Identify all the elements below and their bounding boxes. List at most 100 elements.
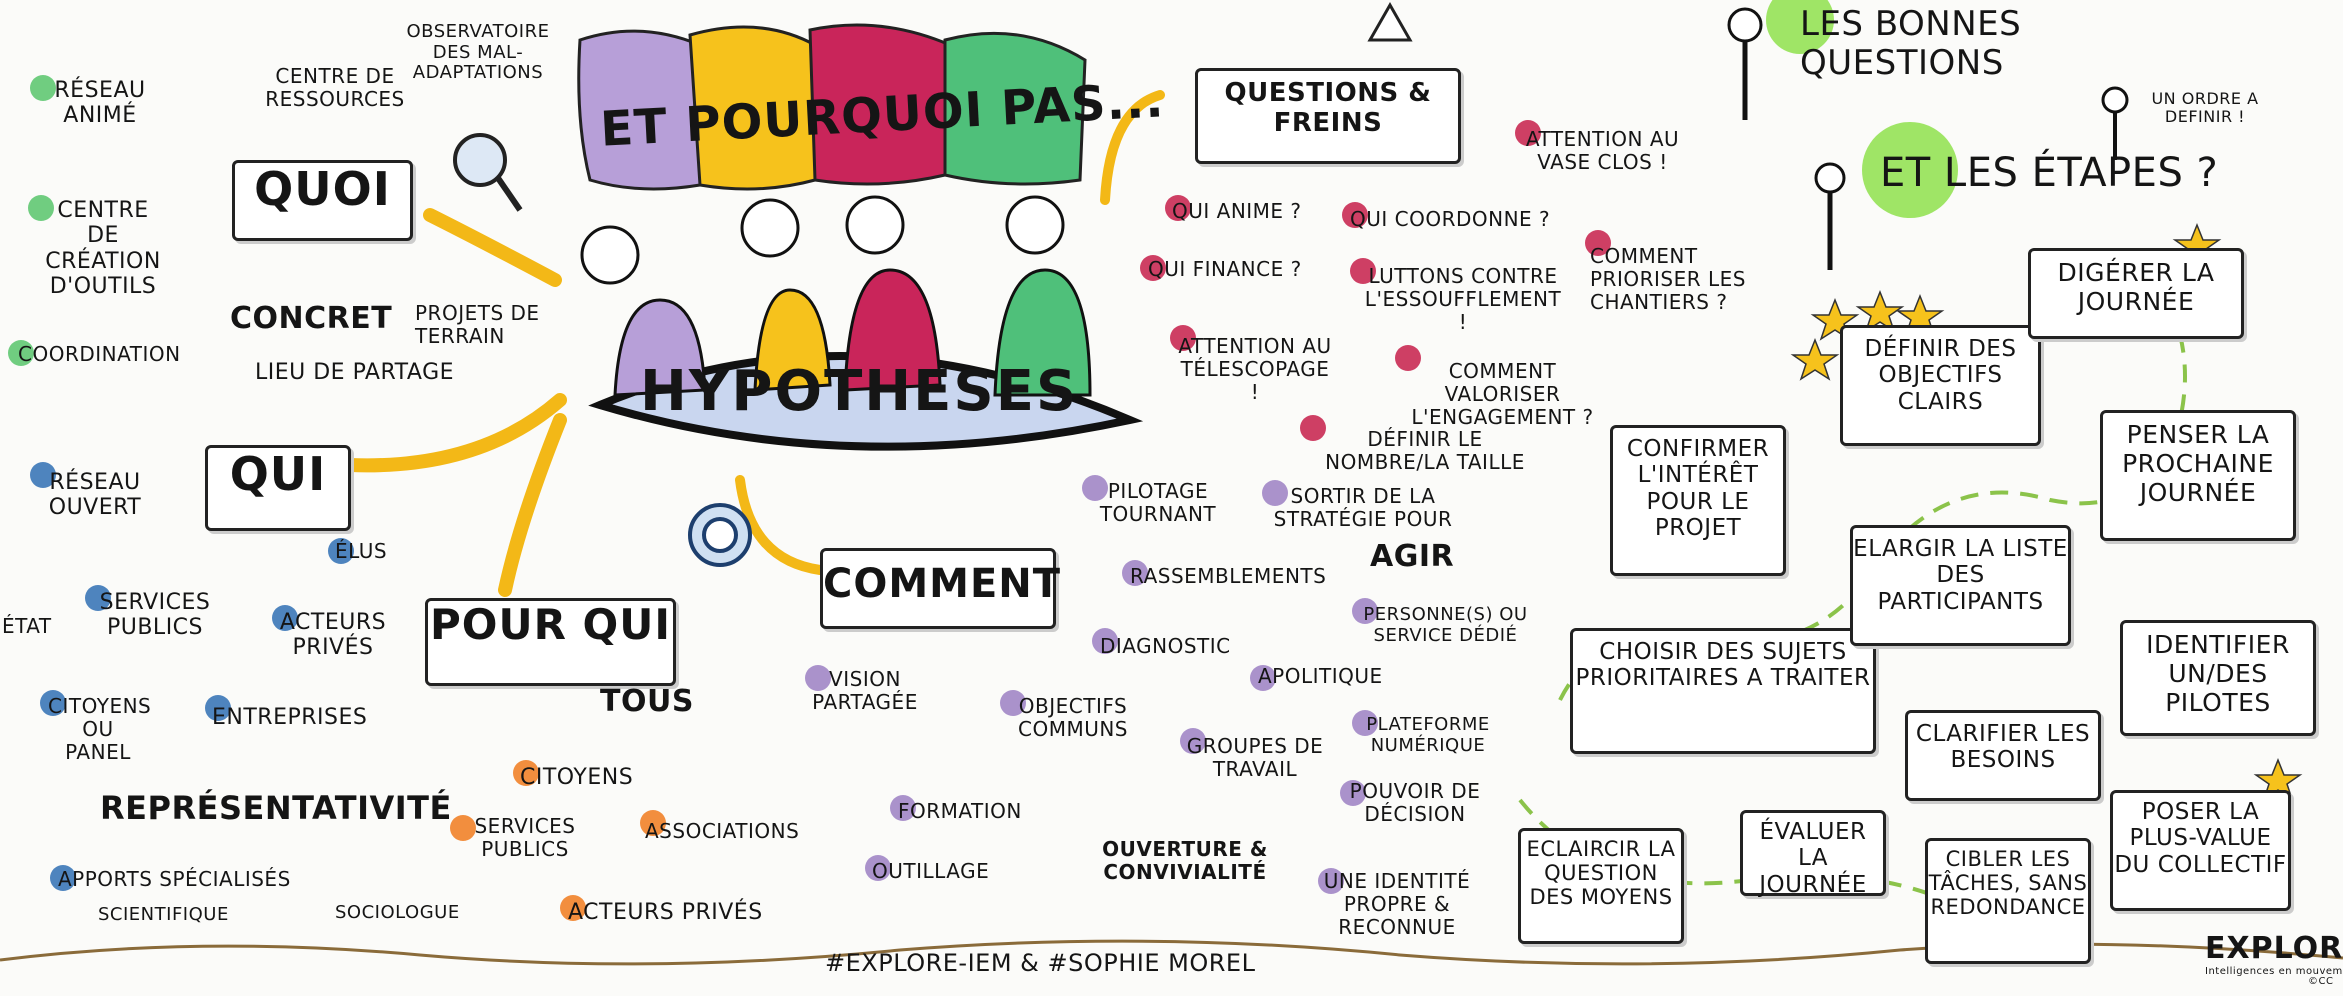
centre-outils-text: CENTRE DE CRÉATION D'OUTILS bbox=[45, 198, 161, 299]
qui-finance-text: QUI FINANCE ? bbox=[1148, 257, 1302, 281]
step-evaluer: ÉVALUER LA JOURNÉE bbox=[1740, 810, 1886, 898]
attention-telescopage-text: ATTENTION AU TÉLESCOPAGE ! bbox=[1178, 334, 1332, 404]
ordre-bubble: UN ORDRE A DEFINIR ! bbox=[2151, 89, 2259, 127]
comment-prioriser-text: COMMENT PRIORISER LES CHANTIERS ? bbox=[1590, 244, 1746, 314]
apolitique-text: APOLITIQUE bbox=[1258, 664, 1383, 688]
agir-text: AGIR bbox=[1370, 539, 1455, 574]
etapes-blob bbox=[1862, 122, 1958, 218]
title-bubble-purple bbox=[577, 29, 702, 191]
step-evaluer-text: ÉVALUER LA JOURNÉE bbox=[1759, 819, 1867, 898]
character-head-3 bbox=[845, 195, 905, 255]
character-head-2 bbox=[740, 198, 800, 258]
pourqui-label: POUR QUI bbox=[430, 600, 671, 649]
tous-text: TOUS bbox=[600, 684, 694, 719]
explore-logo: EXPLORE bbox=[2205, 931, 2343, 966]
elus-text: ÉLUS bbox=[335, 539, 388, 563]
step-cibler-text: CIBLER LES TÂCHES, SANS REDONDANCE bbox=[1928, 847, 2088, 920]
questions-freins-sign: QUESTIONS & FREINS bbox=[1195, 68, 1461, 164]
step-identifier-text: IDENTIFIER UN/DES PILOTES bbox=[2146, 630, 2290, 717]
step-eclaircir: ECLAIRCIR LA QUESTION DES MOYENS bbox=[1518, 828, 1684, 944]
step-poser: POSER LA PLUS-VALUE DU COLLECTIF bbox=[2110, 790, 2291, 911]
quoi-sign: QUOI bbox=[232, 160, 413, 241]
comment-sign: COMMENT bbox=[820, 548, 1062, 629]
step-eclaircir-text: ECLAIRCIR LA QUESTION DES MOYENS bbox=[1526, 837, 1676, 910]
bullet-dot bbox=[30, 75, 56, 101]
centre-ressources-text: CENTRE DE RESSOURCES bbox=[265, 64, 405, 111]
pouvoir-text: POUVOIR DE DÉCISION bbox=[1349, 779, 1481, 826]
step-choisir: CHOISIR DES SUJETS PRIORITAIRES A TRAITE… bbox=[1570, 628, 1876, 754]
arrow-quoi bbox=[423, 208, 562, 287]
questions-freins-label: QUESTIONS & FREINS bbox=[1224, 78, 1432, 138]
character-head-4 bbox=[1005, 195, 1065, 255]
groupes-text: GROUPES DE TRAVAIL bbox=[1186, 734, 1324, 781]
associations-text: ASSOCIATIONS bbox=[645, 819, 800, 843]
representativite-text: REPRÉSENTATIVITÉ bbox=[100, 789, 452, 827]
hypotheses-label: HYPOTHESES bbox=[640, 359, 1079, 424]
reseau-ouvert-text: RÉSEAU OUVERT bbox=[48, 470, 142, 521]
definir-nombre-text: DÉFINIR LE NOMBRE/LA TAILLE bbox=[1325, 427, 1525, 474]
pourqui-services-publics-text: SERVICES PUBLICS bbox=[474, 814, 576, 861]
explore-tagline: Intelligences en mouvement bbox=[2205, 966, 2343, 977]
step-penser-text: PENSER LA PROCHAINE JOURNÉE bbox=[2122, 420, 2274, 507]
identite-text: UNE IDENTITÉ PROPRE & RECONNUE bbox=[1323, 869, 1471, 939]
pourqui-acteurs-prives-text: ACTEURS PRIVÉS bbox=[568, 900, 763, 925]
coordination-text: COORDINATION bbox=[18, 342, 181, 366]
step-penser: PENSER LA PROCHAINE JOURNÉE bbox=[2100, 410, 2296, 541]
qui-anime-text: QUI ANIME ? bbox=[1172, 199, 1302, 223]
etapes-title: ET LES ÉTAPES ? bbox=[1880, 150, 2219, 196]
lieu-partage-text: LIEU DE PARTAGE bbox=[255, 360, 455, 385]
sortir-text: SORTIR DE LA STRATÉGIE POUR bbox=[1273, 484, 1453, 531]
bonnes-questions-title: LES BONNES QUESTIONS bbox=[1800, 4, 2022, 84]
step-clarifier-text: CLARIFIER LES BESOINS bbox=[1915, 721, 2091, 774]
pilotage-text: PILOTAGE TOURNANT bbox=[1099, 479, 1217, 526]
qui-services-publics-text: SERVICES PUBLICS bbox=[99, 590, 211, 641]
step-identifier: IDENTIFIER UN/DES PILOTES bbox=[2120, 620, 2316, 736]
arrow-pourqui bbox=[498, 413, 567, 597]
reseau-anime-text: RÉSEAU ANIMÉ bbox=[54, 78, 146, 129]
apports-text: APPORTS SPÉCIALISÉS bbox=[58, 867, 291, 891]
qui-coordonne-text: QUI COORDONNE ? bbox=[1350, 207, 1551, 231]
pourqui-sign: POUR QUI bbox=[425, 598, 676, 686]
arrow-comment bbox=[735, 475, 825, 575]
vision-text: VISION PARTAGÉE bbox=[812, 667, 918, 714]
entreprises-text: ENTREPRISES bbox=[212, 705, 368, 730]
plateforme-text: PLATEFORME NUMÉRIQUE bbox=[1366, 714, 1490, 756]
qui-acteurs-prives-text: ACTEURS PRIVÉS bbox=[279, 610, 387, 661]
step-clarifier: CLARIFIER LES BESOINS bbox=[1905, 710, 2101, 801]
citoyens-panel-text: CITOYENS OU PANEL bbox=[48, 694, 152, 764]
diagnostic-text: DIAGNOSTIC bbox=[1100, 634, 1231, 658]
scientifique-text: SCIENTIFIQUE bbox=[98, 904, 229, 925]
comment-valoriser-text: COMMENT VALORISER L'ENGAGEMENT ? bbox=[1411, 359, 1594, 429]
rassemblements-text: RASSEMBLEMENTS bbox=[1130, 564, 1327, 588]
magnifier-icon bbox=[453, 133, 507, 187]
pourqui-citoyens-text: CITOYENS bbox=[520, 765, 634, 790]
step-digerer: DIGÉRER LA JOURNÉE bbox=[2028, 248, 2244, 339]
comment-label: COMMENT bbox=[823, 561, 1062, 607]
step-poser-text: POSER LA PLUS-VALUE DU COLLECTIF bbox=[2114, 799, 2287, 878]
qui-sign: QUI bbox=[205, 445, 351, 531]
step-confirmer: CONFIRMER L'INTÉRÊT POUR LE PROJET bbox=[1610, 425, 1786, 576]
ouverture-text: OUVERTURE & CONVIVIALITÉ bbox=[1102, 837, 1268, 884]
step-definir-objectifs-text: DÉFINIR DES OBJECTIFS CLAIRS bbox=[1864, 336, 2017, 415]
steps-path bbox=[1558, 258, 2187, 701]
step-choisir-text: CHOISIR DES SUJETS PRIORITAIRES A TRAITE… bbox=[1575, 639, 1871, 692]
title-bubble-green bbox=[943, 31, 1087, 186]
step-definir-objectifs: DÉFINIR DES OBJECTIFS CLAIRS bbox=[1840, 325, 2041, 446]
etat-text: ÉTAT bbox=[2, 614, 52, 638]
arrow-questions bbox=[1100, 90, 1165, 205]
attention-vase-text: ATTENTION AU VASE CLOS ! bbox=[1525, 127, 1680, 174]
outillage-text: OUTILLAGE bbox=[872, 859, 990, 883]
arrow-qui bbox=[343, 393, 567, 473]
sociologue-text: SOCIOLOGUE bbox=[335, 902, 460, 923]
objectifs-text: OBJECTIFS COMMUNS bbox=[1017, 694, 1128, 741]
observatoire-text: OBSERVATOIRE DES MAL-ADAPTATIONS bbox=[406, 21, 550, 84]
personnes-text: PERSONNE(S) OU SERVICE DÉDIÉ bbox=[1363, 604, 1528, 646]
qui-label: QUI bbox=[229, 447, 327, 501]
step-digerer-text: DIGÉRER LA JOURNÉE bbox=[2057, 258, 2215, 316]
footer-credits: #EXPLORE-IEM & #SOPHIE MOREL bbox=[825, 949, 1256, 977]
projets-terrain-text: PROJETS DE TERRAIN bbox=[415, 301, 540, 348]
step-cibler: CIBLER LES TÂCHES, SANS REDONDANCE bbox=[1925, 838, 2091, 964]
warning-icon bbox=[1367, 1, 1413, 42]
